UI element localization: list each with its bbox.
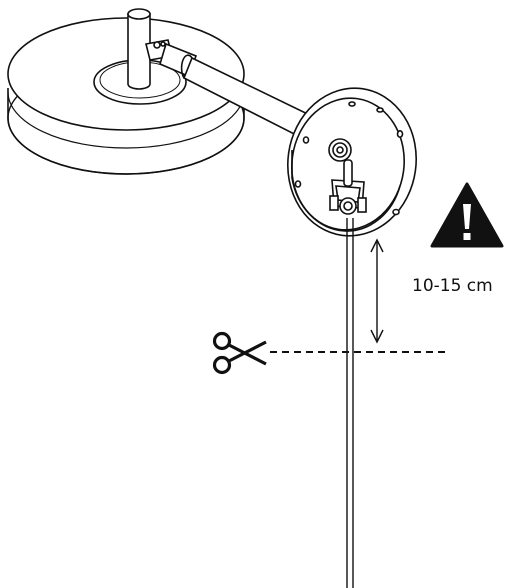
scissors-icon bbox=[212, 331, 267, 375]
warning-triangle-icon bbox=[430, 182, 504, 248]
measurement-arrow bbox=[370, 238, 384, 344]
cable bbox=[346, 218, 354, 588]
base-disc bbox=[7, 17, 245, 175]
vertical-post bbox=[127, 8, 151, 90]
measurement-label: 10-15 cm bbox=[412, 276, 493, 296]
housing-plate bbox=[286, 87, 418, 237]
